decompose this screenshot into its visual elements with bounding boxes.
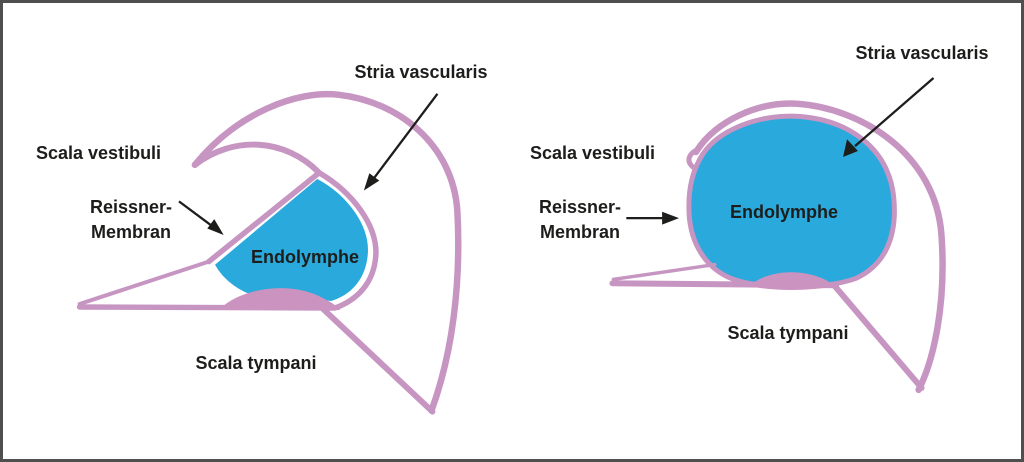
right-cochlea-drawing [609,77,946,394]
left-endolymphe-label: Endolymphe [250,247,360,267]
right-lower-wall-line [831,282,925,391]
right-endolymphe-label: Endolymphe [729,202,839,222]
left-scala-vestibuli-label: Scala vestibuli [36,143,162,163]
left-stria-vascularis-label: Stria vascularis [354,62,488,82]
right-limbus-line [611,262,717,282]
diagram-artwork [76,77,946,415]
left-reissner-arrow [178,200,224,235]
left-reissner-membrane-line [206,170,322,265]
left-reissner-membran-label-line2: Membran [90,222,172,242]
right-reissner-arrow [626,211,680,225]
left-outer-wall-arc [191,90,462,414]
left-stria-vascularis-edge [316,170,379,311]
left-cochlea-drawing [76,90,462,415]
left-organ-of-corti-hump [220,288,341,310]
right-scala-tympani-label: Scala tympani [727,323,849,343]
right-stria-vascularis-label: Stria vascularis [855,43,989,63]
left-inner-crescent-line [191,141,323,176]
left-reissner-membran-label-line1: Reissner- [89,197,173,217]
left-stria-arrow [363,93,439,191]
left-limbus-line [77,259,211,307]
right-outer-wall-arc [692,100,946,394]
left-endolymph-space [212,176,370,304]
right-organ-of-corti-hump [749,272,836,290]
right-crescent-hook [686,146,702,171]
right-endolymph-space [686,113,897,290]
left-scala-tympani-label: Scala tympani [195,353,317,373]
left-lower-wall-line [320,306,436,415]
right-reissner-membran-label-line1: Reissner- [538,197,622,217]
left-reissner-membran-label: Reissner- Membran [90,195,172,245]
right-stria-arrow [843,77,935,157]
right-reissner-membran-label-line2: Membran [539,222,621,242]
right-scala-vestibuli-label: Scala vestibuli [530,143,656,163]
right-reissner-membran-label: Reissner- Membran [539,195,621,245]
